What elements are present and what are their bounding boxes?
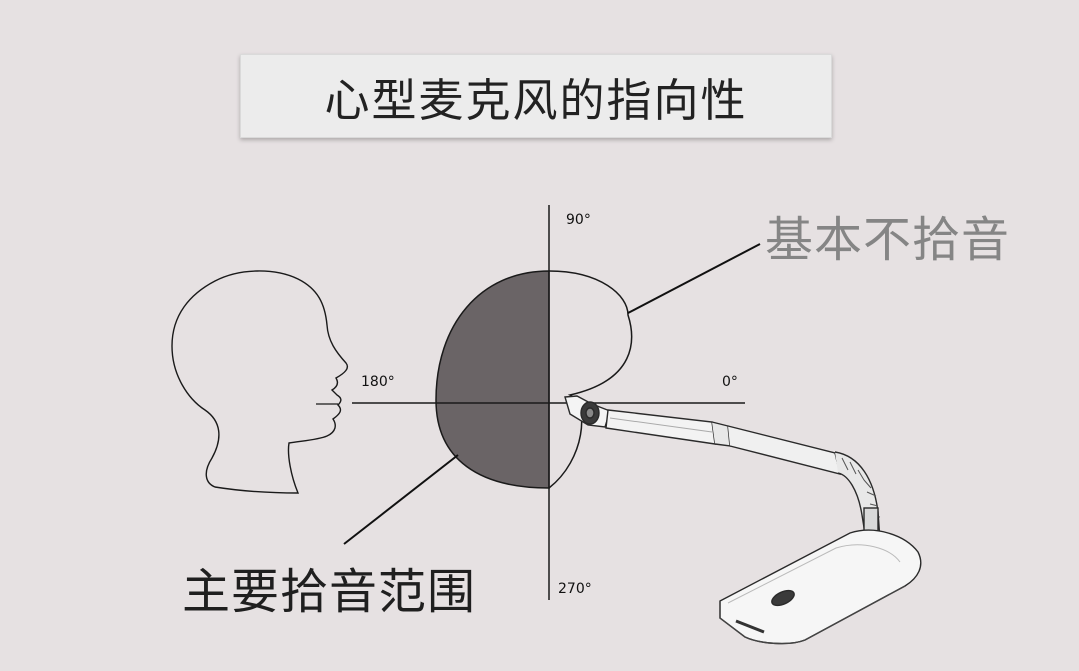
pointer-line-main-pickup bbox=[343, 454, 459, 545]
label-180-degrees: 180° bbox=[361, 374, 395, 390]
label-270-degrees: 270° bbox=[558, 581, 592, 597]
page-title: 心型麦克风的指向性 bbox=[240, 54, 832, 138]
main-pickup-label: 主要拾音范围 bbox=[182, 564, 477, 620]
label-90-degrees: 90° bbox=[566, 212, 591, 228]
pointer-line-no-pickup bbox=[627, 243, 761, 314]
main-pickup-region bbox=[435, 270, 550, 489]
head-profile-icon bbox=[171, 270, 349, 494]
label-0-degrees: 0° bbox=[722, 374, 738, 390]
gooseneck-microphone-icon bbox=[564, 395, 922, 645]
cardioid-rear-lobe bbox=[548, 270, 633, 489]
no-pickup-label: 基本不拾音 bbox=[765, 212, 1011, 268]
